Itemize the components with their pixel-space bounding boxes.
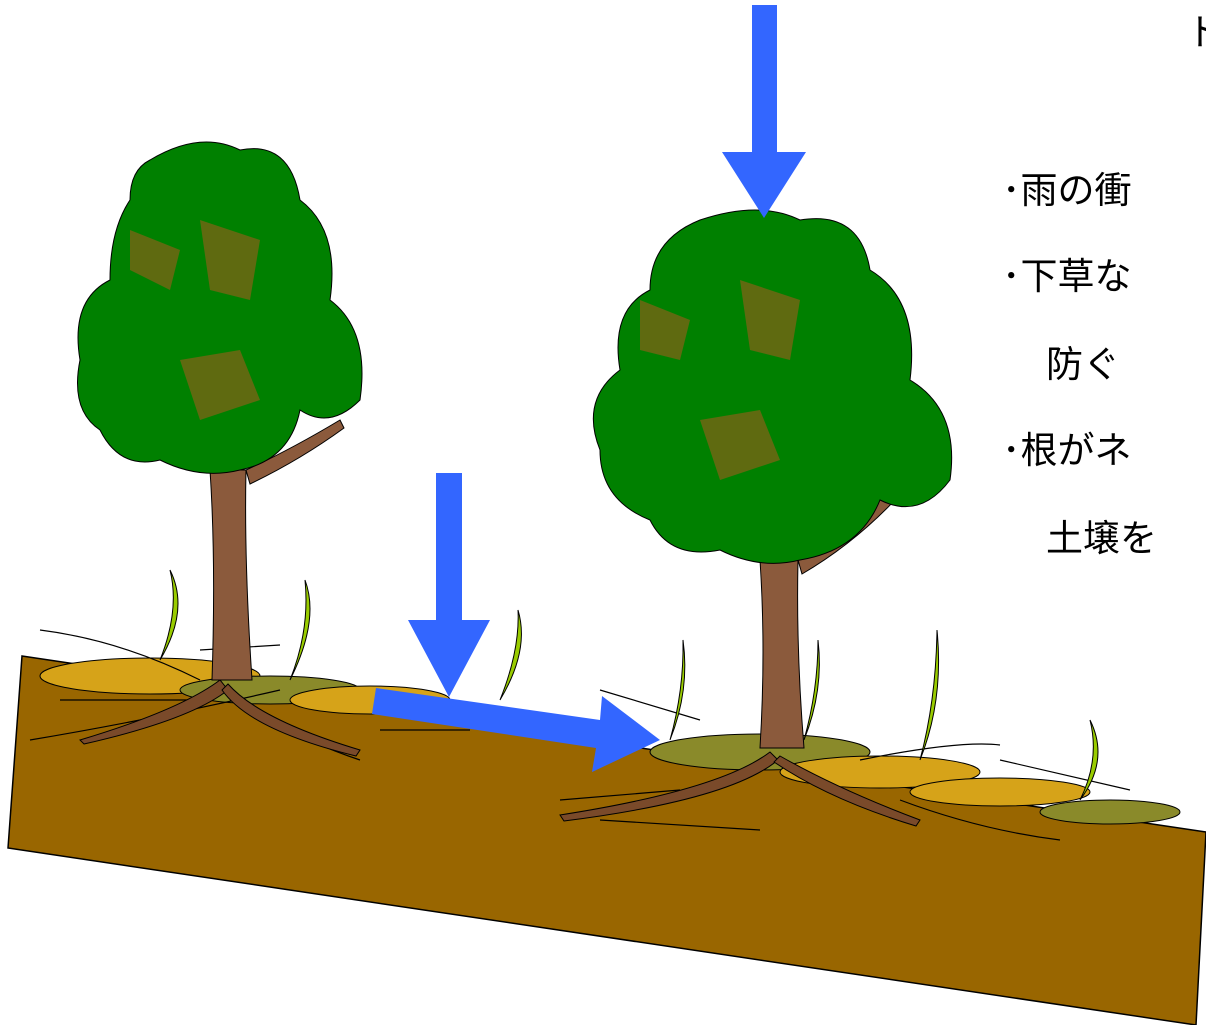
- leaf-litter: [39, 657, 1181, 825]
- rain-arrows: [372, 5, 806, 772]
- label-line-2: ･下草な: [1002, 255, 1132, 298]
- undergrowth-grass: [159, 569, 1099, 801]
- label-top-fragment: ト: [1186, 11, 1206, 54]
- tree-roots: [79, 679, 921, 827]
- rain-arrow-ground: [408, 473, 490, 697]
- foliage-shadows: [130, 220, 800, 480]
- label-line-3: 防ぐ: [1046, 343, 1120, 386]
- label-line-5: 土壌を: [1046, 517, 1157, 560]
- rain-arrow-canopy: [722, 5, 806, 218]
- label-line-1: ･雨の衝: [1002, 169, 1132, 212]
- label-line-4: ･根がネ: [1002, 429, 1132, 472]
- tree-foliage: [77, 141, 953, 564]
- runoff-arrow: [372, 688, 660, 772]
